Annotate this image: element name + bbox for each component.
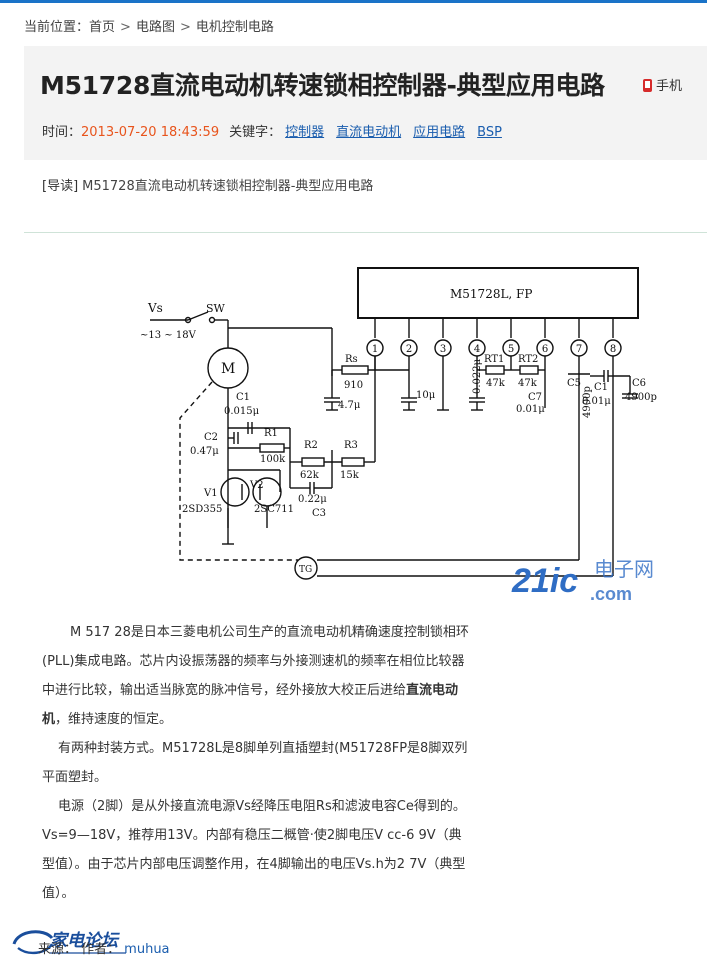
paragraph-text: ，维持速度的恒定。 <box>55 712 173 727</box>
page-title: M51728直流电动机转速锁相控制器-典型应用电路 <box>40 71 605 100</box>
breadcrumb: 当前位置：首页 > 电路图 > 电机控制电路 <box>24 16 274 35</box>
watermark-21ic: 21ic <box>511 562 578 600</box>
author-label: 作者： <box>81 942 121 957</box>
rt1-value: 47k <box>486 378 506 389</box>
voltage-range-label: ~13 ~ 18V <box>140 330 197 341</box>
lead-tag: [导读] <box>42 179 79 194</box>
motor-label: M <box>221 361 235 377</box>
v1-label: V1 <box>203 488 218 499</box>
c1-value: 0.015μ <box>224 406 260 417</box>
source-label: 来源： <box>38 942 78 957</box>
ic-chip-label: M51728L, FP <box>450 287 532 301</box>
article-footer: 来源： 作者：muhua <box>38 938 170 957</box>
mobile-view-link[interactable]: 手机 <box>643 75 682 94</box>
keyword-link-application-circuit[interactable]: 应用电路 <box>413 125 466 140</box>
keywords-label: 关键字： <box>229 125 282 140</box>
circuit-diagram: M51728L, FP 1 2 3 4 5 <box>120 258 684 608</box>
ic-pin-label: 7 <box>576 344 582 355</box>
article-header: M51728直流电动机转速锁相控制器-典型应用电路 时间：2013-07-20 … <box>24 46 707 160</box>
article-lead: [导读]M51728直流电动机转速锁相控制器-典型应用电路 <box>42 175 373 194</box>
article-paragraph: 电源（2脚）是从外接直流电源Vs经降压电阻Rs和滤波电容Ce得到的。Vs=9—1… <box>42 799 466 901</box>
article-meta: 时间：2013-07-20 18:43:59 关键字：控制器直流电动机应用电路 BS… <box>42 121 502 140</box>
c6-label: C6 <box>632 378 646 389</box>
article-paragraph: M 517 28是日本三菱电机公司生产的直流电动机精确速度控制锁相环(PLL)集… <box>42 618 472 734</box>
ic-pin-label: 1 <box>372 344 378 355</box>
c6-value: 4900p <box>625 392 657 403</box>
tacho-coupling-line <box>179 381 298 561</box>
r3-value: 15k <box>340 470 360 481</box>
breadcrumb-separator: > <box>120 20 131 35</box>
rt2-label: RT2 <box>518 354 538 365</box>
tacho-generator-label: TG <box>299 565 312 575</box>
logo-text: 家电论坛 <box>50 931 120 951</box>
time-label: 时间： <box>42 125 82 140</box>
c5-label: C5 <box>567 378 581 389</box>
breadcrumb-circuits-link[interactable]: 电路图 <box>135 20 175 35</box>
breadcrumb-motor-control-link[interactable]: 电机控制电路 <box>195 20 274 35</box>
keyword-bold: 直流电动机 <box>42 683 459 727</box>
v1-part: 2SD355 <box>182 504 222 515</box>
ic-chip-box <box>357 267 639 319</box>
rt2-value: 47k <box>518 378 538 389</box>
c3-value: 0.22μ <box>298 494 327 505</box>
rs-cap-value: 4.7μ <box>338 400 361 411</box>
author-name[interactable]: muhua <box>124 942 170 957</box>
watermark-com: .com <box>590 584 632 604</box>
ic-pin-label: 4 <box>474 344 480 355</box>
keyword-link-controller[interactable]: 控制器 <box>285 125 325 140</box>
c1b-label: C1 <box>594 382 608 393</box>
v2-part: 2SC711 <box>254 504 294 515</box>
site-logo: 家电论坛 <box>12 930 126 955</box>
r1-label: R1 <box>264 428 278 439</box>
c1-label: C1 <box>236 392 250 403</box>
mobile-label: 手机 <box>656 79 683 94</box>
paragraph-text: M 517 28是日本三菱电机公司生产的直流电动机精确速度控制锁相环(PLL)集… <box>42 625 469 698</box>
ic-pin-label: 5 <box>508 344 514 355</box>
c5-value: 4900p <box>582 386 593 418</box>
top-accent-line <box>0 0 707 3</box>
breadcrumb-home-link[interactable]: 首页 <box>89 20 116 35</box>
c3-label: C3 <box>312 508 326 519</box>
ic-pin-label: 8 <box>610 344 616 355</box>
c7-value: 0.01μ <box>516 404 545 415</box>
lead-text: M51728直流电动机转速锁相控制器-典型应用电路 <box>82 179 374 194</box>
v2-label: V2 <box>249 480 264 491</box>
r1-value: 100k <box>260 454 286 465</box>
c2-value: 0.47μ <box>190 446 219 457</box>
ic-pin-label: 6 <box>542 344 548 355</box>
c1b-value: 0.01μ <box>582 396 611 407</box>
pin4-cap-value: 0.022μ <box>472 358 483 394</box>
article-body: M 517 28是日本三菱电机公司生产的直流电动机精确速度控制锁相环(PLL)集… <box>42 618 472 908</box>
breadcrumb-label: 当前位置： <box>24 20 90 35</box>
keyword-link-bsp[interactable]: BSP <box>477 125 502 140</box>
rs-value: 910 <box>344 380 363 391</box>
content-divider <box>24 232 707 233</box>
rt1-label: RT1 <box>484 354 504 365</box>
vs-label: Vs <box>147 301 163 315</box>
watermark-cn: 电子网 <box>594 557 654 581</box>
r2-value: 62k <box>300 470 320 481</box>
c7-label: C7 <box>528 392 542 403</box>
breadcrumb-separator: > <box>179 20 191 35</box>
phone-icon <box>643 79 652 92</box>
ic-pin-label: 3 <box>440 344 446 355</box>
tacho-generator-symbol <box>294 556 318 580</box>
pin2-cap-value: 10μ <box>416 390 436 401</box>
publish-date: 2013-07-20 18:43:59 <box>81 125 220 140</box>
r3-label: R3 <box>344 440 358 451</box>
article-paragraph: 有两种封装方式。M51728L是8脚单列直插塑封(M51728FP是8脚双列平面… <box>42 741 468 785</box>
keyword-link-dc-motor[interactable]: 直流电动机 <box>336 125 402 140</box>
r2-label: R2 <box>304 440 318 451</box>
ic-pin-label: 2 <box>406 344 412 355</box>
rs-label: Rs <box>345 354 358 365</box>
switch-label: SW <box>206 302 226 315</box>
c2-label: C2 <box>204 432 218 443</box>
